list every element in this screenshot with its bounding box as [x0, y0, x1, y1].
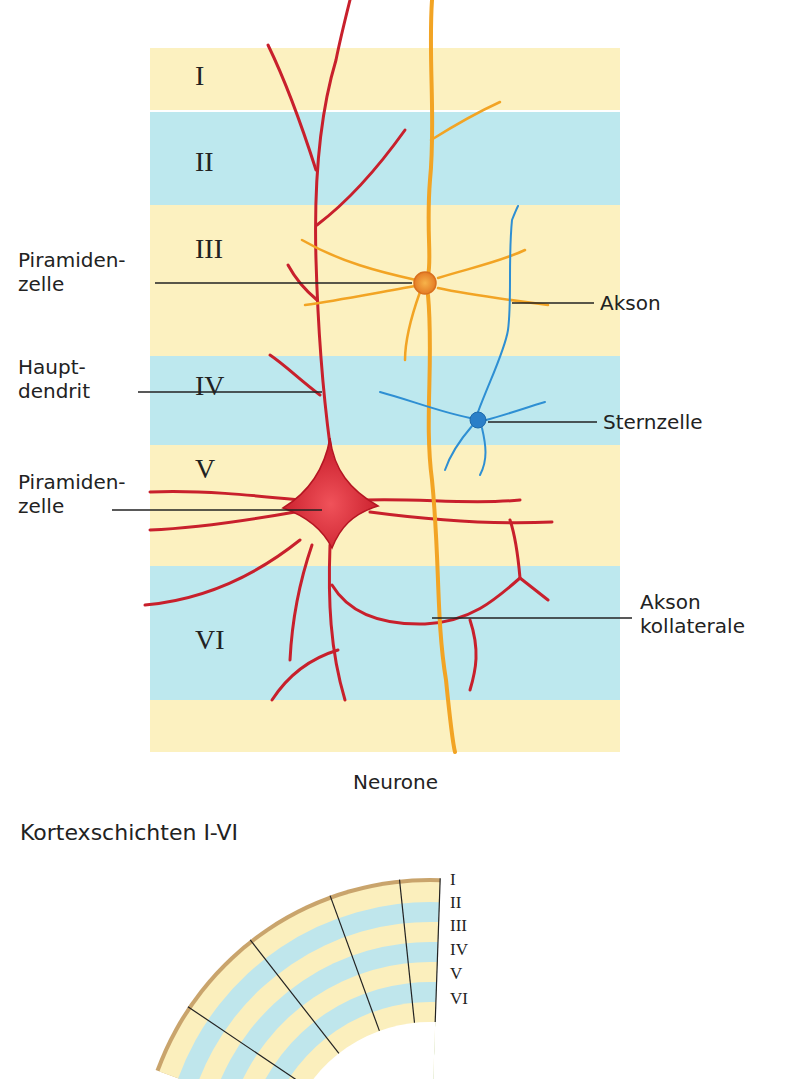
- layer-numeral: III: [195, 235, 223, 263]
- layer-numeral: I: [195, 62, 204, 90]
- layer-numeral: IV: [195, 372, 225, 400]
- column-line: [188, 1007, 307, 1079]
- part-label: Akson: [600, 291, 661, 315]
- red-pyramidal-neuron: [145, 0, 552, 700]
- basal-dendrite: [370, 512, 552, 523]
- dendrite: [480, 428, 486, 475]
- basal-dendrite: [150, 512, 295, 530]
- layer-numeral: VI: [195, 626, 225, 654]
- column-line: [330, 896, 379, 1031]
- dendrite-branch: [268, 45, 316, 170]
- axon: [329, 545, 345, 700]
- leader-line: [155, 282, 412, 283]
- layer-numeral: I: [450, 870, 456, 890]
- basal-dendrite: [365, 500, 520, 502]
- cortex-layer-band: V: [150, 445, 620, 566]
- basal-dendrite: [290, 545, 312, 660]
- dendrite-branch: [317, 130, 405, 225]
- cortex-inset: [156, 878, 441, 1079]
- axon-collateral: [470, 620, 476, 690]
- basal-dendrite: [150, 492, 300, 500]
- inset-layer: [216, 942, 438, 1079]
- dendrite: [302, 240, 416, 280]
- layer-numeral: V: [450, 964, 462, 984]
- layer-numeral: V: [195, 455, 215, 483]
- part-label: Sternzelle: [603, 410, 703, 434]
- layer-numeral: IV: [450, 940, 468, 960]
- cortex-layer-band: IV: [150, 356, 620, 445]
- leader-line: [432, 617, 632, 618]
- leader-line: [512, 302, 594, 303]
- cortex-layer-band: III: [150, 205, 620, 356]
- cell-body: [470, 412, 486, 428]
- inset-layer: [197, 922, 439, 1079]
- axon-collateral: [272, 650, 338, 700]
- dendrite: [486, 402, 545, 420]
- layer-numeral: II: [195, 148, 214, 176]
- dendrite: [380, 392, 470, 418]
- dendrite-branch: [431, 102, 500, 140]
- layer-numeral: VI: [450, 989, 468, 1009]
- inset-title: Kortexschichten I-VI: [20, 820, 238, 846]
- basal-dendrite: [145, 540, 300, 605]
- column-line: [435, 878, 440, 1022]
- leader-line: [138, 391, 322, 392]
- part-label: Haupt- dendrit: [18, 355, 90, 403]
- inset-layer: [235, 962, 438, 1079]
- cell-body: [283, 438, 378, 548]
- dendrite: [405, 292, 420, 360]
- layer-numeral: III: [450, 916, 467, 936]
- part-label: Piramiden- zelle: [18, 470, 126, 518]
- axon-collateral: [510, 520, 520, 578]
- column-line: [400, 880, 415, 1023]
- inset-layer: [159, 882, 440, 1079]
- dendrite: [438, 250, 525, 278]
- leader-line: [488, 421, 597, 422]
- leader-lines: [112, 283, 632, 618]
- stellate-neuron: [380, 206, 545, 475]
- cortex-layer-band: I: [150, 48, 620, 110]
- inset-layer: [178, 902, 439, 1079]
- caption: Neurone: [353, 770, 438, 794]
- cell-body: [414, 272, 436, 294]
- dendrite-branch: [270, 355, 320, 395]
- orange-pyramidal-neuron: [302, 0, 548, 752]
- dendrite: [305, 286, 416, 305]
- bottom-band: [150, 700, 620, 752]
- dendrite: [445, 426, 472, 470]
- leader-line: [112, 509, 322, 510]
- cortex-surface: [156, 878, 441, 1079]
- inset-white-matter: [291, 1022, 435, 1079]
- part-label: Akson kollaterale: [640, 590, 745, 638]
- inset-layer: [253, 982, 436, 1079]
- inset-layer: [272, 1002, 436, 1079]
- axon: [428, 295, 455, 752]
- column-lines: [188, 878, 440, 1079]
- column-line: [250, 940, 339, 1054]
- apical-dendrite: [428, 0, 432, 275]
- layer-numeral: II: [450, 893, 461, 913]
- part-label: Piramiden- zelle: [18, 248, 126, 296]
- axon: [478, 206, 518, 412]
